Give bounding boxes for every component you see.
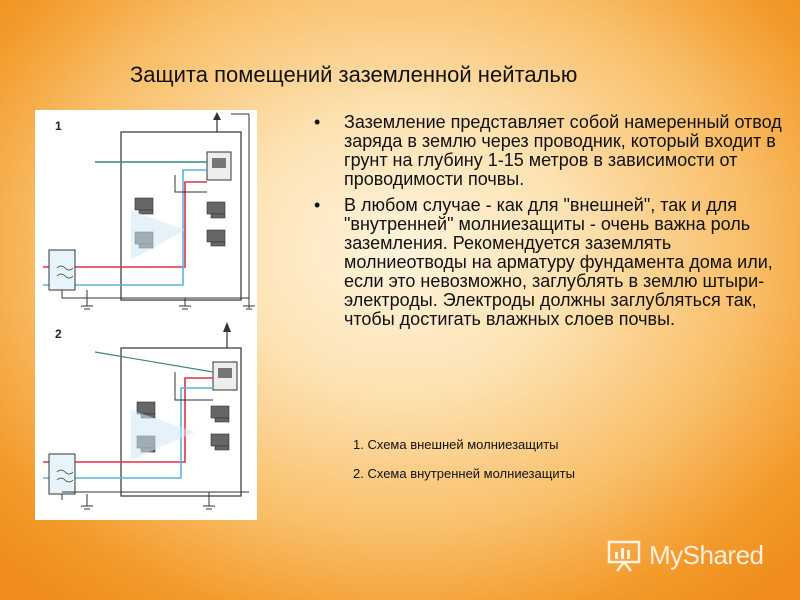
arrow-up-icon [223, 322, 231, 332]
caption-1: 1. Схема внешней молниезащиты [353, 437, 559, 452]
watermark: MyShared [607, 535, 777, 575]
device-icon [206, 201, 226, 215]
bullet-text: В любом случае - как для "внешней", так … [344, 195, 773, 329]
diagram-svg: 1 [43, 112, 255, 510]
bullet-marker: • [314, 195, 321, 215]
computer-icon [218, 368, 232, 378]
transformer-box-1 [48, 249, 76, 291]
device-icon [136, 401, 156, 415]
transformer-box-2 [48, 453, 76, 495]
device-icon [210, 433, 230, 447]
arrow-up-icon [213, 112, 221, 120]
caption-2: 2. Схема внутренней молниезащиты [353, 466, 575, 481]
scheme-2-label: 2 [55, 327, 62, 341]
slide-title: Защита помещений заземленной нейталью [130, 62, 578, 87]
bullet-text: Заземление представляет собой намеренный… [344, 112, 782, 189]
device-icon [210, 405, 230, 419]
bullet-marker: • [314, 112, 321, 132]
lightning-protection-diagram: 1 [35, 110, 257, 520]
house-frame-1 [120, 131, 242, 301]
house-frame-2 [120, 347, 242, 497]
bullet-item: • В любом случае - как для "внешней", та… [310, 196, 790, 329]
figure-captions: 1. Схема внешней молниезащиты 2. Схема в… [353, 437, 753, 495]
device-icon [206, 229, 226, 243]
watermark-text: MyShared [649, 539, 764, 570]
presentation-board-icon [607, 540, 641, 572]
bullet-list: • Заземление представляет собой намеренн… [310, 113, 790, 336]
computer-icon [212, 158, 226, 168]
device-icon [134, 197, 154, 211]
bullet-item: • Заземление представляет собой намеренн… [310, 113, 790, 189]
scheme-1-label: 1 [55, 119, 62, 133]
